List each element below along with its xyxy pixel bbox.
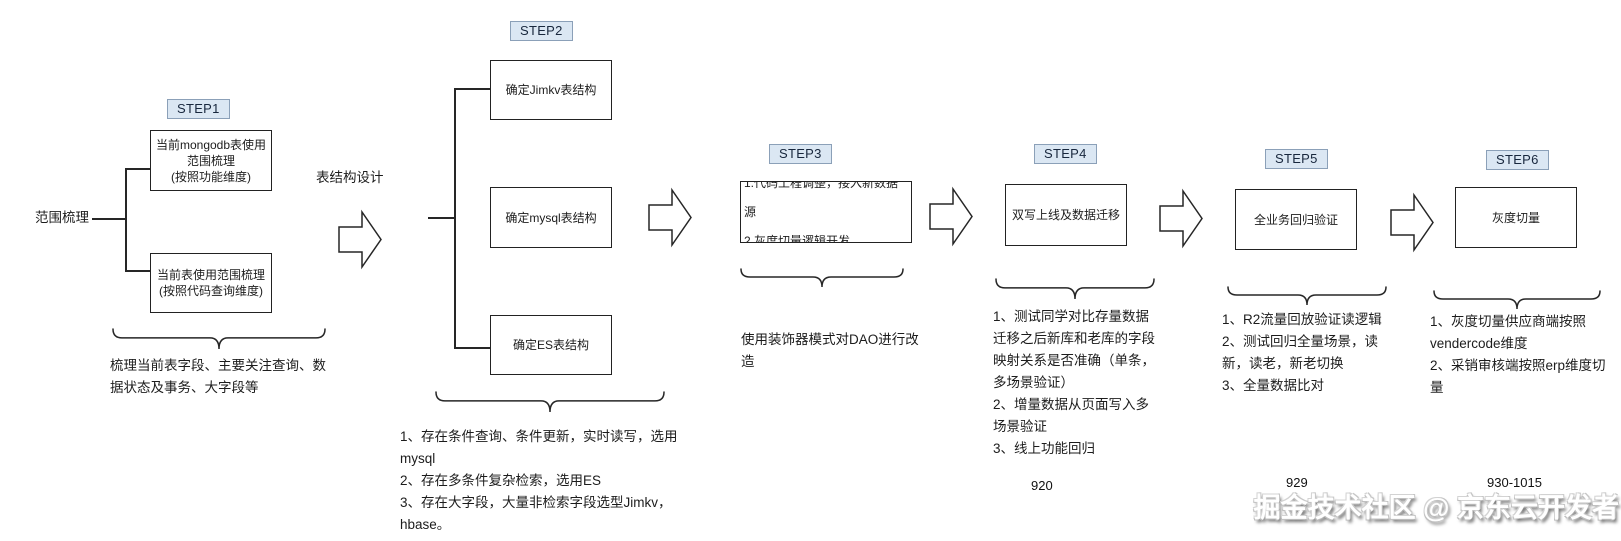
watermark: 掘金技术社区 @ 京东云开发者 — [1253, 493, 1619, 523]
connector-line — [125, 270, 152, 272]
connector-line — [92, 218, 126, 220]
step6-badge: STEP6 — [1486, 150, 1549, 170]
step1-notes: 梳理当前表字段、主要关注查询、数据状态及事务、大字段等 — [110, 358, 326, 395]
underbrace-icon — [112, 328, 326, 350]
block-arrow-icon — [648, 187, 692, 248]
step4-notes: 1、测试同学对比存量数据迁移之后新库和老库的字段映射关系是否准确（单条，多场景验… — [993, 309, 1155, 456]
block-arrow-icon — [1159, 188, 1203, 249]
box-es-schema: 确定ES表结构 — [490, 315, 612, 375]
connector-line — [428, 217, 456, 219]
block-arrow-icon — [1390, 192, 1434, 253]
underbrace-icon — [1433, 290, 1601, 310]
connector-line — [454, 88, 490, 90]
connector-line — [125, 168, 152, 170]
step3-notes: 使用装饰器模式对DAO进行改造 — [741, 332, 919, 369]
box-mongodb-usage-scope: 当前mongodb表使用范围梳理 (按照功能维度) — [150, 130, 272, 191]
step4-date: 920 — [1031, 478, 1053, 493]
step5-badge: STEP5 — [1265, 149, 1328, 169]
box-jimkv-schema: 确定Jimkv表结构 — [490, 60, 612, 120]
connector-line — [454, 88, 456, 349]
step5-notes: 1、R2流量回放验证读逻辑 2、测试回归全量场景，读新，读老，新老切换 3、全量… — [1222, 312, 1382, 393]
step6-date: 930-1015 — [1487, 475, 1542, 490]
box-code-adjustment: 1.代码工程调整，接入新数据源 2.灰度切量逻辑开发 — [740, 181, 912, 243]
step3-badge: STEP3 — [769, 144, 832, 164]
step4-badge: STEP4 — [1034, 144, 1097, 164]
connector-line — [454, 347, 490, 349]
step6-notes: 1、灰度切量供应商端按照vendercode维度 2、采销审核端按照erp维度切… — [1430, 314, 1606, 395]
box-double-write-migration: 双写上线及数据迁移 — [1005, 184, 1127, 246]
underbrace-icon — [995, 278, 1155, 300]
connector-line — [125, 168, 127, 272]
underbrace-icon — [435, 391, 665, 413]
underbrace-icon — [1227, 286, 1387, 306]
table-structure-design-label: 表结构设计 — [316, 170, 384, 185]
box-full-regression: 全业务回归验证 — [1235, 189, 1357, 250]
box-table-usage-scope: 当前表使用范围梳理 (按照代码查询维度) — [150, 253, 272, 313]
step2-notes: 1、存在条件查询、条件更新，实时读写，选用mysql 2、存在多条件复杂检索，选… — [400, 429, 678, 532]
block-arrow-icon — [338, 209, 382, 270]
block-arrow-icon — [929, 186, 973, 247]
step2-badge: STEP2 — [510, 21, 573, 41]
box-mysql-schema: 确定mysql表结构 — [490, 187, 612, 248]
step5-date: 929 — [1286, 475, 1308, 490]
scope-review-label: 范围梳理 — [35, 210, 89, 225]
step1-badge: STEP1 — [167, 99, 230, 119]
underbrace-icon — [740, 268, 904, 288]
box-gray-release: 灰度切量 — [1455, 187, 1577, 248]
